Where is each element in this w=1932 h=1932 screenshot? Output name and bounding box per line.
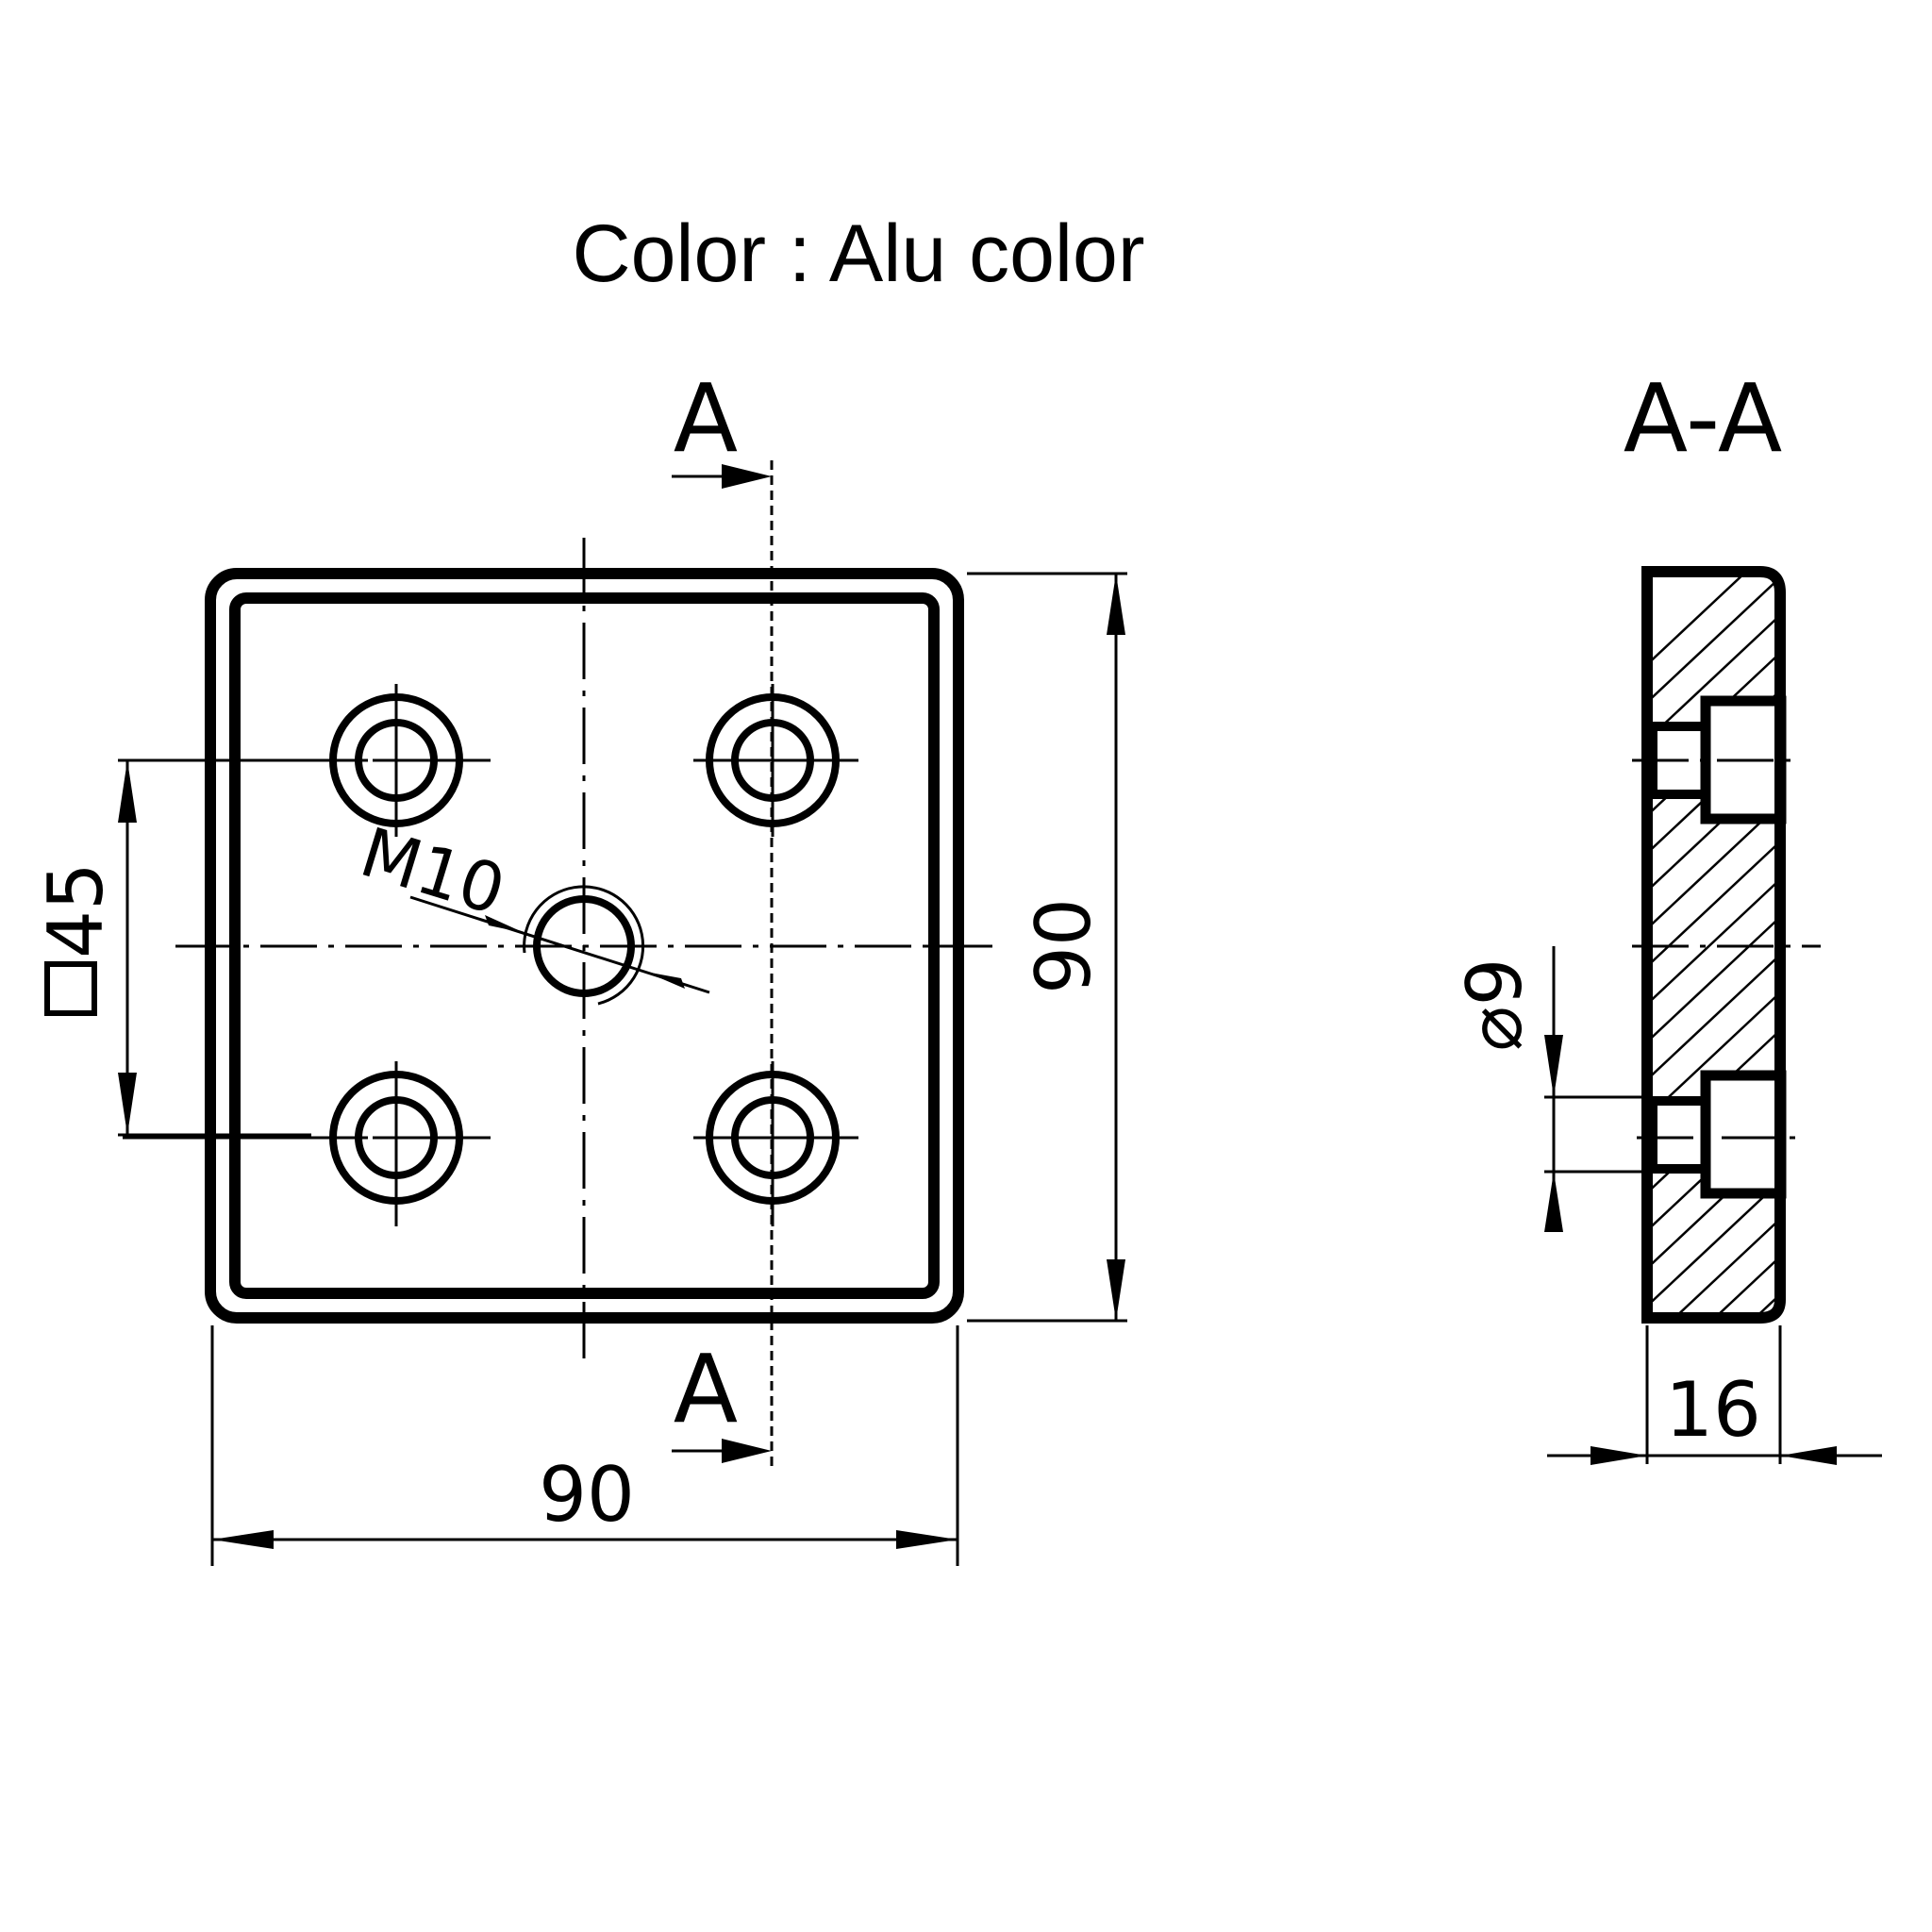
section-view-label: A-A bbox=[1624, 363, 1783, 474]
dimension-thickness-label: 16 bbox=[1665, 1366, 1761, 1454]
hatch-line bbox=[1653, 576, 1776, 671]
center-threaded-hole: M10 bbox=[352, 812, 710, 1006]
section-arrow-top-head bbox=[722, 464, 772, 489]
hatch-line bbox=[1653, 1282, 1776, 1312]
section-view: A-A 16 bbox=[1451, 363, 1882, 1465]
through-bore-bottom bbox=[1648, 1096, 1710, 1174]
hatch-line bbox=[1653, 942, 1776, 1086]
dimension-height-label: 90 bbox=[1020, 898, 1108, 994]
dimension-bore: ⌀9 bbox=[1451, 946, 1641, 1232]
title-text: Color : Alu color bbox=[572, 208, 1144, 299]
diameter-symbol-icon: ⌀ bbox=[1451, 1006, 1539, 1051]
hatch-line bbox=[1653, 576, 1776, 708]
counterbore-bottom bbox=[1700, 1070, 1787, 1199]
section-marker-top: A bbox=[674, 363, 738, 474]
bolt-hole-top-left bbox=[329, 684, 483, 837]
hatch-line bbox=[1653, 829, 1776, 973]
plate-inner-border bbox=[229, 592, 940, 1299]
dimension-height: 90 bbox=[967, 572, 1127, 1323]
bolt-hole-bottom-right bbox=[693, 1061, 858, 1226]
bolt-hole-top-right bbox=[693, 684, 858, 837]
section-arrow-bottom-head bbox=[722, 1439, 772, 1463]
hatch-line bbox=[1653, 1207, 1776, 1312]
bore-value: 9 bbox=[1451, 958, 1539, 1006]
dimension-width: 90 bbox=[210, 1325, 959, 1566]
hatch-line bbox=[1653, 905, 1776, 1048]
section-marker-bottom: A bbox=[674, 1334, 738, 1444]
bolt-hole-bottom-left bbox=[329, 1061, 483, 1226]
hatch-line bbox=[1653, 867, 1776, 1010]
hatch-line bbox=[1653, 1244, 1776, 1312]
m10-label: M10 bbox=[352, 812, 514, 930]
dimension-width-label: 90 bbox=[539, 1451, 635, 1539]
square-symbol-icon bbox=[44, 961, 97, 1016]
dimension-hole-pattern: 45 bbox=[32, 758, 311, 1137]
dimension-hole-pattern-label: 45 bbox=[32, 862, 120, 958]
dimension-thickness: 16 bbox=[1547, 1325, 1882, 1465]
front-view: M10 A A 90 90 bbox=[32, 363, 1127, 1566]
dimension-bore-label: ⌀9 bbox=[1451, 958, 1539, 1051]
section-outline bbox=[1641, 566, 1786, 1324]
